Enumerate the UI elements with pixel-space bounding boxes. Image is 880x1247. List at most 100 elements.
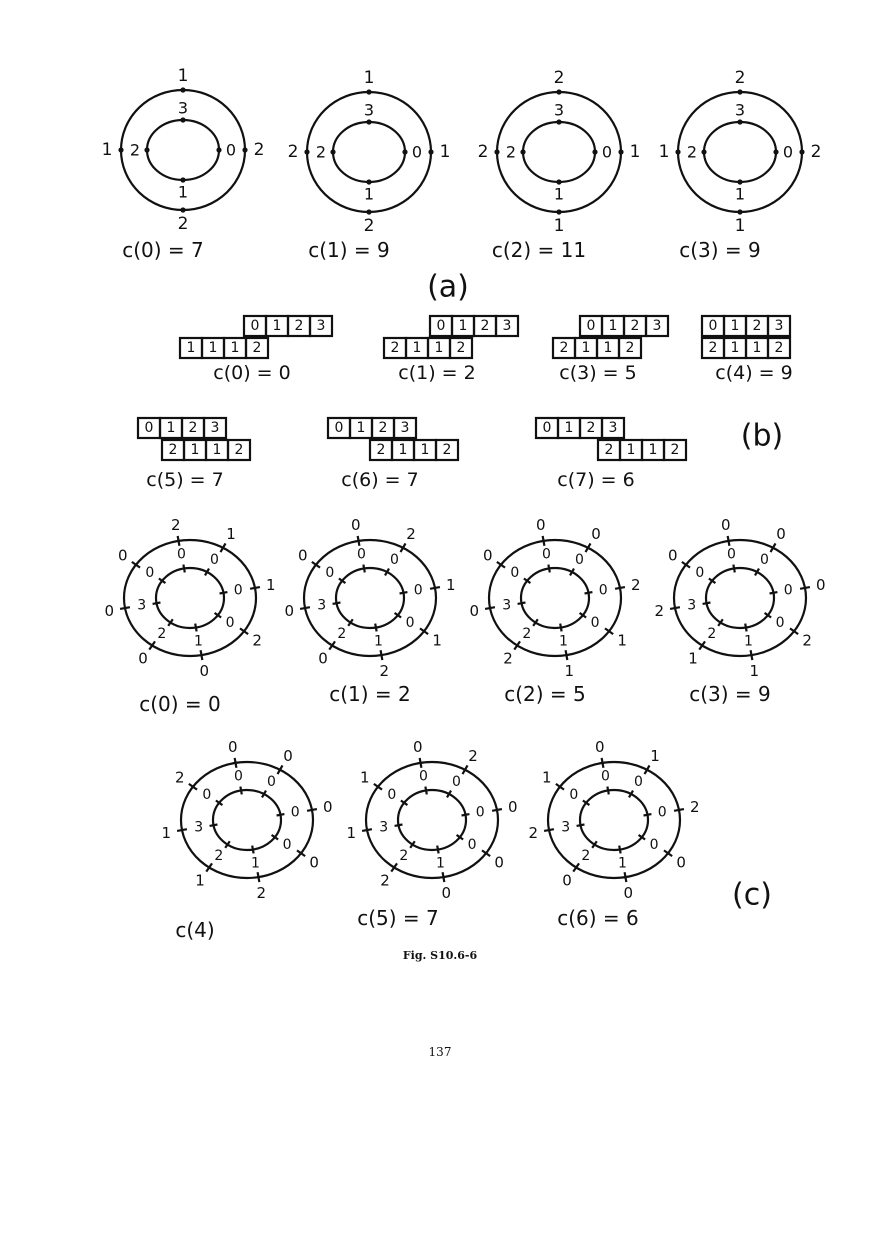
bottom-cell <box>226 438 252 462</box>
caption-b-6: c(7) = 6 <box>557 469 634 491</box>
inner-label: 2 <box>337 626 346 642</box>
outer-tick <box>604 627 614 636</box>
outer-label: 1 <box>749 662 759 680</box>
top-cell-value: 1 <box>731 318 740 334</box>
outer-tick <box>543 828 555 833</box>
outer-label: 2 <box>178 214 189 234</box>
inner-label: 0 <box>468 837 477 853</box>
outer-label: 0 <box>323 798 333 816</box>
outer-node <box>180 207 186 213</box>
inner-tick <box>618 845 622 854</box>
outer-label: 1 <box>266 576 276 594</box>
outer-node <box>618 149 624 155</box>
inner-label: 3 <box>317 598 326 614</box>
inner-label: 0 <box>776 615 785 631</box>
bottom-cell-value: 1 <box>187 340 196 356</box>
outer-tick <box>219 542 227 553</box>
top-cell-value: 2 <box>631 318 640 334</box>
inner-node <box>402 149 408 155</box>
bottom-cell-value: 1 <box>753 340 762 356</box>
inner-label: 1 <box>364 185 374 204</box>
inner-ring <box>154 566 226 630</box>
inner-tick <box>393 612 402 619</box>
outer-tick <box>789 627 799 636</box>
inner-tick <box>219 591 228 595</box>
outer-label: 0 <box>508 798 518 816</box>
outer-tick <box>276 764 284 775</box>
outer-label: 2 <box>468 747 478 765</box>
top-cell-value: 0 <box>145 420 154 436</box>
inner-node <box>773 149 779 155</box>
inner-label: 0 <box>390 552 399 568</box>
outer-label: 2 <box>406 525 416 543</box>
inner-ring <box>704 566 776 630</box>
bottom-cell-value: 2 <box>169 442 178 458</box>
outer-label: 1 <box>178 66 189 86</box>
inner-tick <box>732 564 736 573</box>
outer-tick <box>749 650 754 661</box>
inner-tick <box>702 601 711 605</box>
outer-node <box>366 89 372 95</box>
top-cell <box>308 314 334 338</box>
bottom-cell-value: 1 <box>399 442 408 458</box>
inner-label: 2 <box>157 626 166 642</box>
outer-tick <box>669 606 681 611</box>
inner-label: 1 <box>744 633 753 649</box>
outer-tick <box>484 606 496 611</box>
bottom-cell <box>766 336 792 360</box>
outer-tick <box>614 585 626 590</box>
outer-label: 1 <box>360 769 370 787</box>
bottom-cell-value: 1 <box>213 442 222 458</box>
top-cell-value: 1 <box>609 318 618 334</box>
bottom-cell-value: 1 <box>413 340 422 356</box>
outer-tick <box>199 650 204 661</box>
inner-tick <box>167 618 174 627</box>
bottom-cell-value: 1 <box>649 442 658 458</box>
outer-ring <box>487 538 623 658</box>
outer-tick <box>541 535 546 546</box>
outer-tick <box>769 542 777 553</box>
inner-tick <box>708 577 717 584</box>
outer-tick <box>379 650 384 661</box>
top-cell-value: 2 <box>295 318 304 334</box>
inner-tick <box>400 799 409 806</box>
bottom-cell <box>434 438 460 462</box>
outer-node <box>180 87 186 93</box>
outer-tick <box>299 606 311 611</box>
inner-tick <box>517 601 526 605</box>
outer-label: 2 <box>288 142 299 162</box>
outer-label: 1 <box>346 824 356 842</box>
inner-label: 3 <box>379 820 388 836</box>
inner-ring <box>702 120 778 184</box>
inner-label: 0 <box>325 565 334 581</box>
top-cell <box>766 314 792 338</box>
outer-label: 0 <box>138 650 148 668</box>
outer-label: 0 <box>816 576 826 594</box>
inner-label: 0 <box>452 774 461 790</box>
outer-label: 0 <box>309 853 319 871</box>
inner-label: 0 <box>177 547 186 563</box>
inner-node <box>701 149 707 155</box>
inner-tick <box>270 834 279 841</box>
outer-label: 1 <box>564 662 574 680</box>
outer-label: 2 <box>735 68 746 88</box>
inner-label: 0 <box>419 769 428 785</box>
bottom-cell-value: 1 <box>191 442 200 458</box>
outer-tick <box>673 807 685 812</box>
inner-label: 0 <box>658 804 667 820</box>
top-cell-value: 0 <box>543 420 552 436</box>
bottom-cell-value: 1 <box>731 340 740 356</box>
inner-label: 0 <box>234 582 243 598</box>
bottom-cell-value: 2 <box>626 340 635 356</box>
outer-label: 1 <box>226 525 236 543</box>
outer-tick <box>356 535 361 546</box>
inner-tick <box>152 601 161 605</box>
top-cell <box>600 416 626 440</box>
outer-label: 2 <box>256 884 266 902</box>
top-cell-value: 2 <box>753 318 762 334</box>
